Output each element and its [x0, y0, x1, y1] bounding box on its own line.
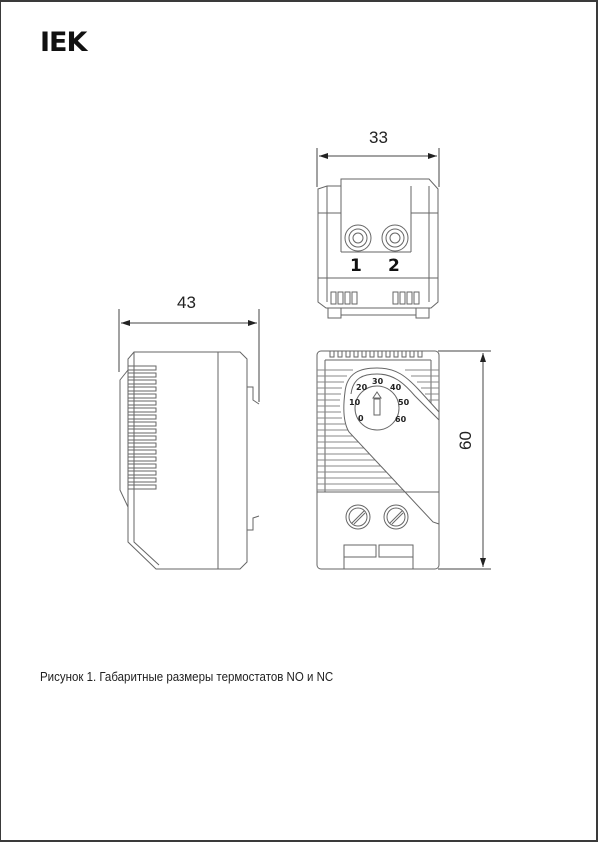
- dimension-height-label: 60: [456, 431, 475, 450]
- dial-mark-30: 30: [372, 377, 384, 386]
- terminal-2-label: 2: [388, 256, 400, 276]
- dial-mark-40: 40: [390, 383, 402, 392]
- side-view: [118, 309, 260, 570]
- dial-mark-20: 20: [356, 383, 368, 392]
- figure-caption: Рисунок 1. Габаритные размеры термостато…: [40, 670, 334, 684]
- dial-mark-10: 10: [349, 398, 361, 407]
- dimension-depth-label: 43: [177, 293, 196, 312]
- terminal-1-label: 1: [350, 256, 362, 276]
- iek-logo: IEK: [40, 27, 87, 58]
- front-view: [316, 350, 491, 570]
- dial-mark-0: 0: [358, 414, 364, 423]
- dial-mark-50: 50: [398, 398, 410, 407]
- dial-mark-60: 60: [395, 415, 407, 424]
- dimension-width-label: 33: [369, 128, 388, 147]
- top-view: [316, 148, 440, 319]
